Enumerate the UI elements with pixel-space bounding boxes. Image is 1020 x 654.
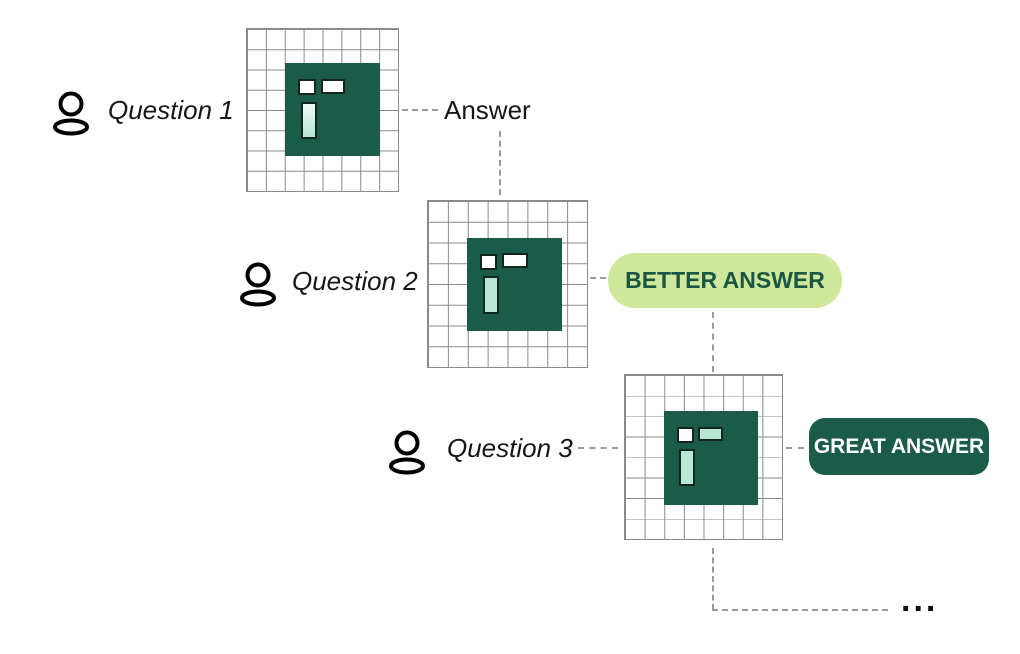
logo-tile-1 xyxy=(285,63,380,156)
logo-small-square xyxy=(298,79,316,95)
logo-wide-rect xyxy=(698,427,723,441)
logo-wide-rect xyxy=(502,253,528,268)
question-3-label: Question 3 xyxy=(447,433,573,463)
question-2-label: Question 2 xyxy=(292,266,418,296)
logo-tile-3 xyxy=(664,411,758,505)
user-icon xyxy=(389,430,425,475)
logo-tall-bar xyxy=(483,276,499,314)
logo-wide-rect xyxy=(321,79,345,94)
connector-grid2-to-badge xyxy=(590,277,606,279)
logo-small-square xyxy=(677,427,694,443)
connector-grid3-down xyxy=(712,548,714,610)
answer-1-label: Answer xyxy=(444,95,531,125)
connector-grid1-to-answer xyxy=(402,109,438,111)
connector-question3-to-grid3 xyxy=(578,447,618,449)
question-1-label: Question 1 xyxy=(108,95,234,125)
connector-grid3-to-badge xyxy=(786,447,804,449)
logo-tile-2 xyxy=(467,238,562,331)
user-icon xyxy=(240,262,276,307)
better-answer-badge: BETTER ANSWER xyxy=(608,253,842,308)
ellipsis-label: ... xyxy=(901,581,939,619)
great-answer-badge: GREAT ANSWER xyxy=(809,418,989,475)
logo-tall-bar xyxy=(301,102,317,139)
connector-badge2-to-grid3 xyxy=(712,312,714,372)
connector-answer1-to-grid2 xyxy=(499,131,501,195)
connector-bottom-right xyxy=(712,609,888,611)
user-icon xyxy=(53,91,89,136)
logo-tall-bar xyxy=(679,449,695,486)
logo-small-square xyxy=(480,254,497,270)
